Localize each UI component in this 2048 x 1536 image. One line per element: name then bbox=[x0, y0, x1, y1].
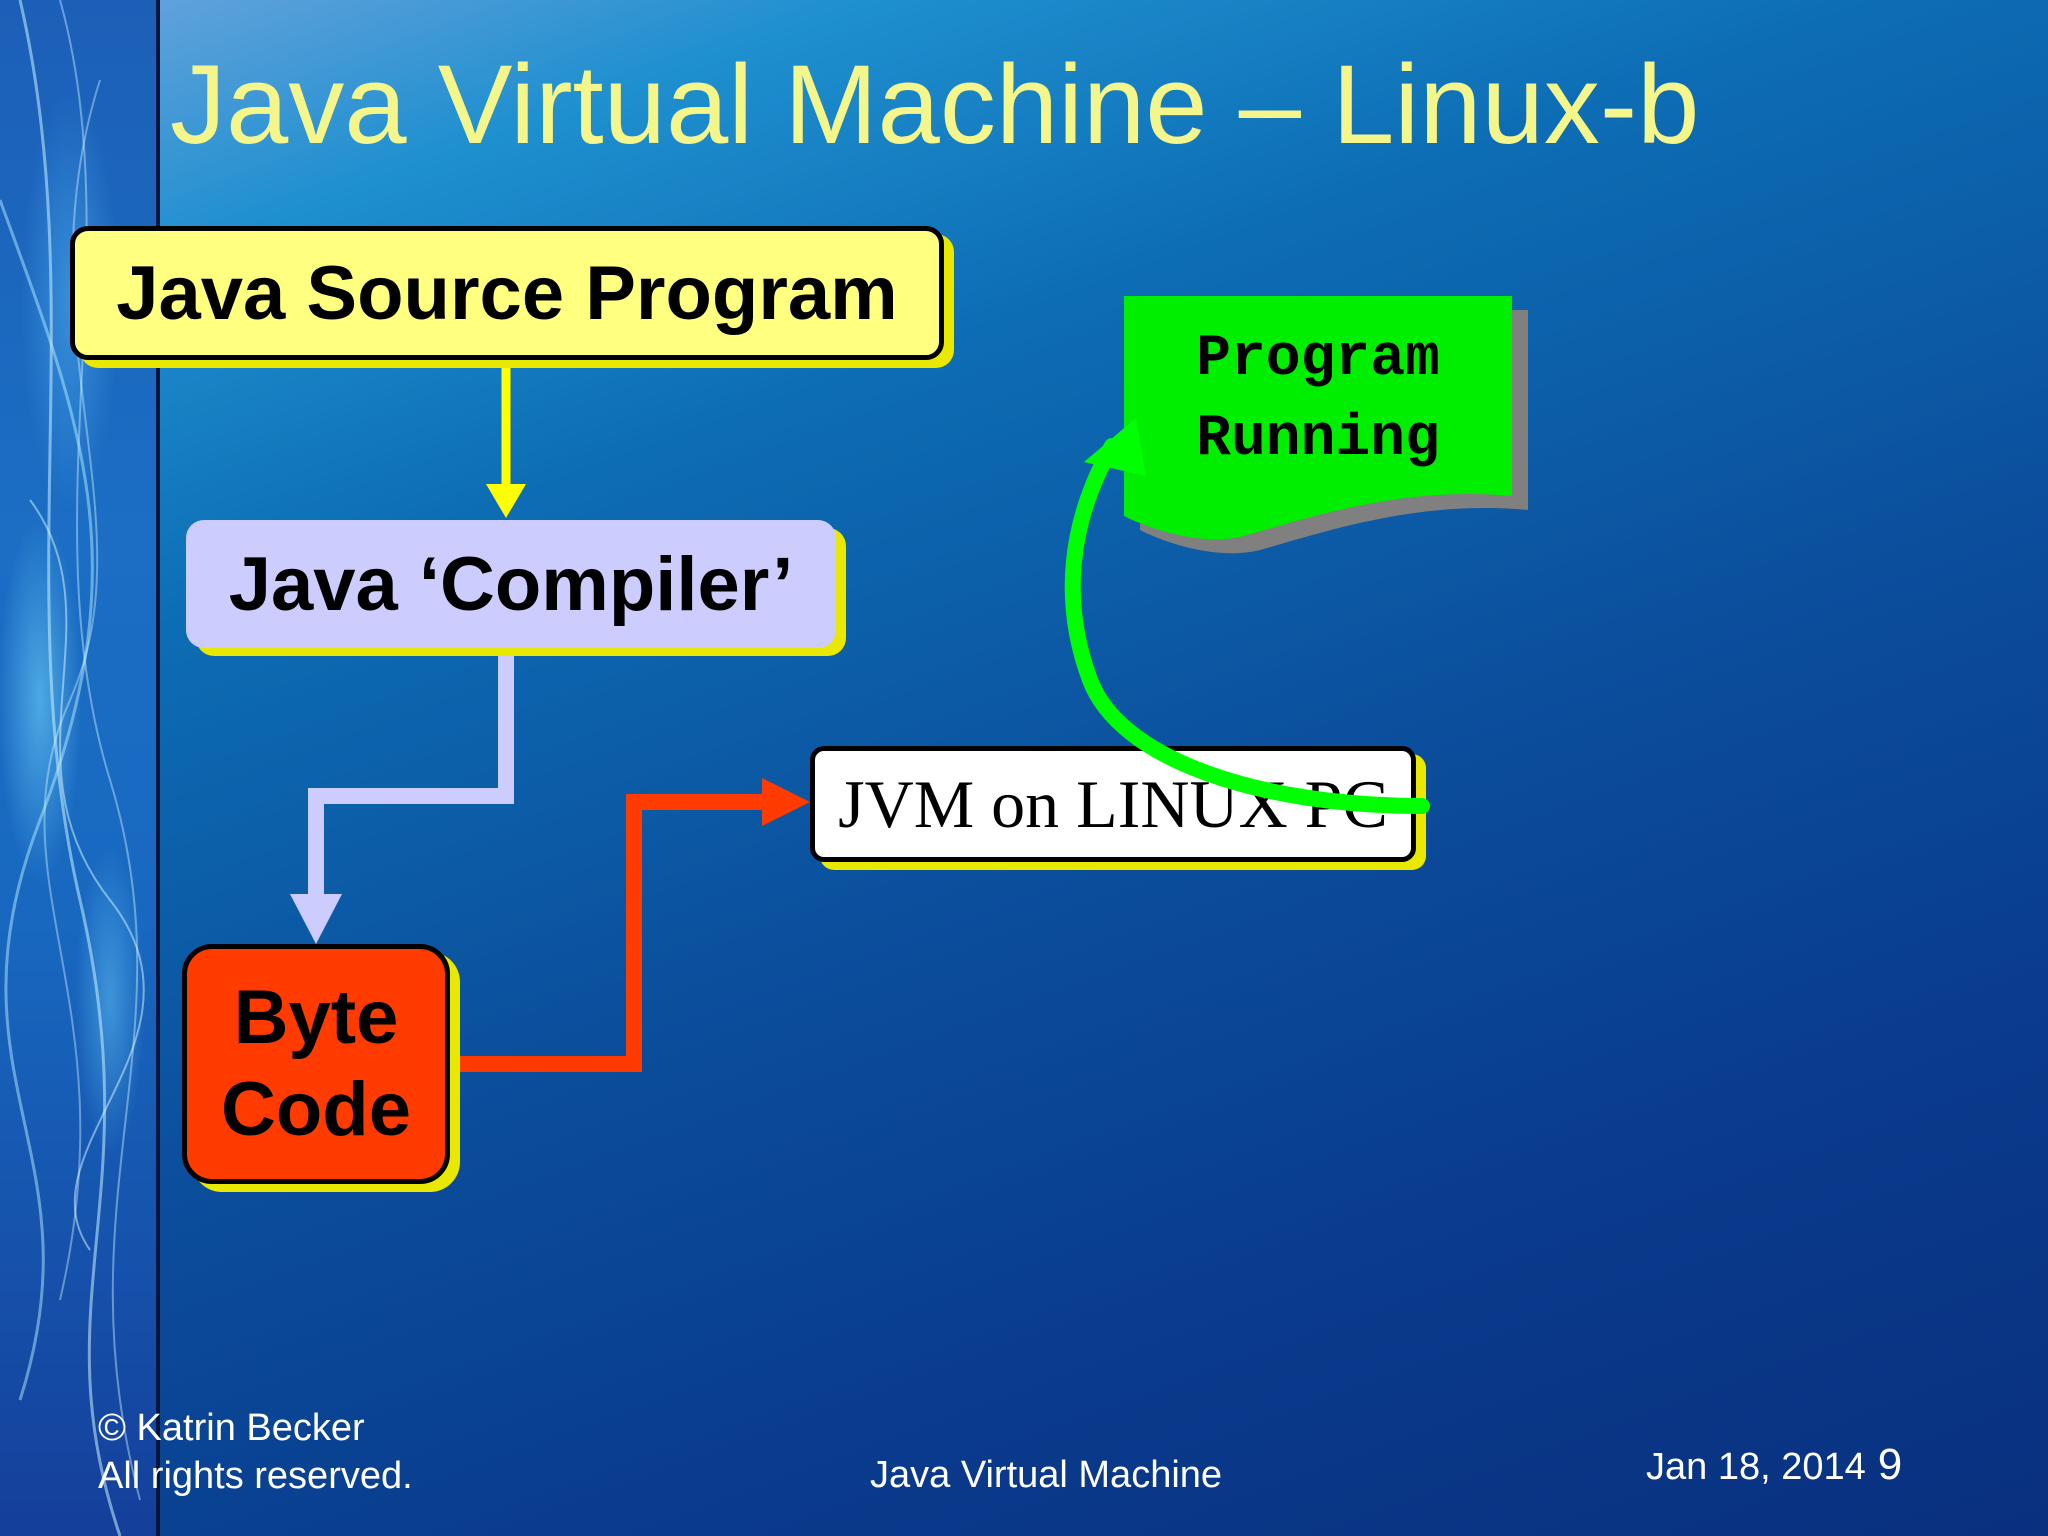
footer-center-title: Java Virtual Machine bbox=[870, 1454, 1223, 1496]
program-running-label: Program Running bbox=[1128, 300, 1508, 500]
arrow-bytecode-to-jvm bbox=[450, 778, 810, 1072]
bytecode-line-2: Code bbox=[221, 1067, 411, 1152]
footer-date: Jan 18, 2014 bbox=[1646, 1446, 1866, 1488]
java-compiler-box: Java ‘Compiler’ bbox=[186, 520, 836, 648]
footer-date-page: Jan 18, 2014 9 bbox=[1646, 1440, 1902, 1490]
bytecode-box: Byte Code bbox=[182, 944, 450, 1184]
java-source-program-box: Java Source Program bbox=[70, 226, 944, 360]
slide-title: Java Virtual Machine – Linux-b bbox=[170, 42, 1700, 167]
footer-copyright: © Katrin Becker All rights reserved. bbox=[98, 1404, 413, 1500]
arrow-compiler-to-bytecode bbox=[290, 646, 514, 944]
page-number: 9 bbox=[1877, 1440, 1903, 1489]
bytecode-line-1: Byte bbox=[233, 975, 399, 1060]
copyright-text: © Katrin Becker bbox=[98, 1407, 365, 1449]
running-line-2: Running bbox=[1196, 407, 1440, 472]
arrow-source-to-compiler bbox=[486, 358, 526, 518]
rights-text: All rights reserved. bbox=[98, 1455, 413, 1497]
running-line-1: Program bbox=[1196, 327, 1440, 392]
